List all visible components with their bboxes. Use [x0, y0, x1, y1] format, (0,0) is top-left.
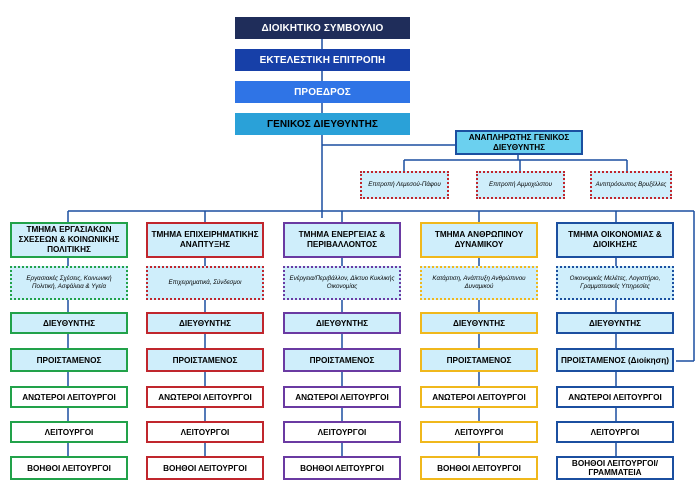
director-box-label: ΔΙΕΥΘΥΝΤΗΣ [178, 318, 232, 328]
general-manager-box: ΓΕΝΙΚΟΣ ΔΙΕΥΘΥΝΤΗΣ [235, 113, 410, 135]
officers-box-label: ΛΕΙΤΟΥΡΓΟΙ [44, 427, 94, 437]
senior-officers-box: ΑΝΩΤΕΡΟΙ ΛΕΙΤΟΥΡΓΟΙ [556, 386, 674, 408]
department-committee: Επιχειρηματικά, Σύνδεσμοι [146, 266, 264, 300]
department-title: ΤΜΗΜΑ ΕΡΓΑΣΙΑΚΩΝ ΣΧΕΣΕΩΝ & ΚΟΙΝΩΝΙΚΗΣ ΠΟ… [10, 222, 128, 258]
department-committee-label: Κατάρτιση, Ανάπτυξη Ανθρώπινου Δυναμικού [432, 275, 526, 290]
board-label: ΔΙΟΙΚΗΤΙΚΟ ΣΥΜΒΟΥΛΙΟ [261, 22, 384, 34]
assistant-officers-box-label: ΒΟΗΘΟΙ ΛΕΙΤΟΥΡΓΟΙ [163, 463, 247, 473]
committee-limassol-paphos: Επιτροπή Λεμεσού-Πάφου [360, 171, 449, 199]
officers-box: ΛΕΙΤΟΥΡΓΟΙ [146, 421, 264, 443]
assistant-officers-box: ΒΟΗΘΟΙ ΛΕΙΤΟΥΡΓΟΙ [420, 456, 538, 480]
deputy-gm-box: ΑΝΑΠΛΗΡΩΤΗΣ ΓΕΝΙΚΟΣ ΔΙΕΥΘΥΝΤΗΣ [455, 130, 583, 155]
department-title: ΤΜΗΜΑ ΕΠΙΧΕΙΡΗΜΑΤΙΚΗΣ ΑΝΑΠΤΥΞΗΣ [146, 222, 264, 258]
officers-box: ΛΕΙΤΟΥΡΓΟΙ [10, 421, 128, 443]
senior-officers-box-label: ΑΝΩΤΕΡΟΙ ΛΕΙΤΟΥΡΓΟΙ [432, 392, 526, 402]
assistant-officers-box-label: ΒΟΗΘΟΙ ΛΕΙΤΟΥΡΓΟΙ [300, 463, 384, 473]
department-committee: Κατάρτιση, Ανάπτυξη Ανθρώπινου Δυναμικού [420, 266, 538, 300]
department-title-label: ΤΜΗΜΑ ΟΙΚΟΝΟΜΙΑΣ & ΔΙΟΙΚΗΣΗΣ [568, 230, 662, 249]
department-committee: Ενέργεια/Περιβάλλον, Δίκτυο Κυκλικής Οικ… [283, 266, 401, 300]
officers-box-label: ΛΕΙΤΟΥΡΓΟΙ [454, 427, 504, 437]
assistant-officers-box: ΒΟΗΘΟΙ ΛΕΙΤΟΥΡΓΟΙ [283, 456, 401, 480]
senior-officers-box: ΑΝΩΤΕΡΟΙ ΛΕΙΤΟΥΡΓΟΙ [420, 386, 538, 408]
senior-officers-box: ΑΝΩΤΕΡΟΙ ΛΕΙΤΟΥΡΓΟΙ [10, 386, 128, 408]
director-box: ΔΙΕΥΘΥΝΤΗΣ [420, 312, 538, 334]
assistant-officers-box: ΒΟΗΘΟΙ ΛΕΙΤΟΥΡΓΟΙ [146, 456, 264, 480]
director-box: ΔΙΕΥΘΥΝΤΗΣ [146, 312, 264, 334]
officers-box: ΛΕΙΤΟΥΡΓΟΙ [283, 421, 401, 443]
senior-officers-box: ΑΝΩΤΕΡΟΙ ΛΕΙΤΟΥΡΓΟΙ [283, 386, 401, 408]
committee-famagusta-label: Επιτροπή Αμμοχώστου [489, 181, 552, 188]
assistant-officers-box-label: ΒΟΗΘΟΙ ΛΕΙΤΟΥΡΓΟΙ/ ΓΡΑΜΜΑΤΕΙΑ [571, 459, 659, 477]
head-box-label: ΠΡΟΙΣΤΑΜΕΝΟΣ [446, 355, 512, 365]
head-box-label: ΠΡΟΙΣΤΑΜΕΝΟΣ (Διοίκηση) [560, 355, 670, 365]
senior-officers-box-label: ΑΝΩΤΕΡΟΙ ΛΕΙΤΟΥΡΓΟΙ [22, 392, 116, 402]
senior-officers-box-label: ΑΝΩΤΕΡΟΙ ΛΕΙΤΟΥΡΓΟΙ [295, 392, 389, 402]
department-committee: Οικονομικές Μελέτες, Λογιστήριο, Γραμματ… [556, 266, 674, 300]
department-title-label: ΤΜΗΜΑ ΑΝΘΡΩΠΙΝΟΥ ΔΥΝΑΜΙΚΟΥ [434, 230, 524, 249]
executive-committee-label: ΕΚΤΕΛΕΣΤΙΚΗ ΕΠΙΤΡΟΠΗ [259, 54, 386, 66]
department-committee-label: Ενέργεια/Περιβάλλον, Δίκτυο Κυκλικής Οικ… [289, 275, 395, 290]
director-box: ΔΙΕΥΘΥΝΤΗΣ [10, 312, 128, 334]
assistant-officers-box-label: ΒΟΗΘΟΙ ΛΕΙΤΟΥΡΓΟΙ [27, 463, 111, 473]
officers-box-label: ΛΕΙΤΟΥΡΓΟΙ [180, 427, 230, 437]
director-box-label: ΔΙΕΥΘΥΝΤΗΣ [315, 318, 369, 328]
department-title-label: ΤΜΗΜΑ ΕΠΙΧΕΙΡΗΜΑΤΙΚΗΣ ΑΝΑΠΤΥΞΗΣ [151, 230, 259, 249]
president-label: ΠΡΟΕΔΡΟΣ [294, 86, 351, 98]
department-title: ΤΜΗΜΑ ΑΝΘΡΩΠΙΝΟΥ ΔΥΝΑΜΙΚΟΥ [420, 222, 538, 258]
officers-box: ΛΕΙΤΟΥΡΓΟΙ [420, 421, 538, 443]
executive-committee-box: ΕΚΤΕΛΕΣΤΙΚΗ ΕΠΙΤΡΟΠΗ [235, 49, 410, 71]
department-title-label: ΤΜΗΜΑ ΕΝΕΡΓΕΙΑΣ & ΠΕΡΙΒΑΛΛΟΝΤΟΣ [298, 230, 386, 249]
director-box-label: ΔΙΕΥΘΥΝΤΗΣ [452, 318, 506, 328]
director-box: ΔΙΕΥΘΥΝΤΗΣ [556, 312, 674, 334]
assistant-officers-box: ΒΟΗΘΟΙ ΛΕΙΤΟΥΡΓΟΙ [10, 456, 128, 480]
department-title: ΤΜΗΜΑ ΕΝΕΡΓΕΙΑΣ & ΠΕΡΙΒΑΛΛΟΝΤΟΣ [283, 222, 401, 258]
senior-officers-box-label: ΑΝΩΤΕΡΟΙ ΛΕΙΤΟΥΡΓΟΙ [158, 392, 252, 402]
head-box: ΠΡΟΙΣΤΑΜΕΝΟΣ [283, 348, 401, 372]
head-box: ΠΡΟΙΣΤΑΜΕΝΟΣ [420, 348, 538, 372]
director-box-label: ΔΙΕΥΘΥΝΤΗΣ [588, 318, 642, 328]
department-committee-label: Επιχειρηματικά, Σύνδεσμοι [168, 279, 242, 286]
committee-limassol-paphos-label: Επιτροπή Λεμεσού-Πάφου [368, 181, 441, 188]
board-box: ΔΙΟΙΚΗΤΙΚΟ ΣΥΜΒΟΥΛΙΟ [235, 17, 410, 39]
assistant-officers-box-label: ΒΟΗΘΟΙ ΛΕΙΤΟΥΡΓΟΙ [437, 463, 521, 473]
representative-brussels: Αντιπρόσωπος Βρυξέλλες [590, 171, 672, 199]
president-box: ΠΡΟΕΔΡΟΣ [235, 81, 410, 103]
representative-brussels-label: Αντιπρόσωπος Βρυξέλλες [595, 181, 667, 188]
head-box: ΠΡΟΙΣΤΑΜΕΝΟΣ [146, 348, 264, 372]
senior-officers-box-label: ΑΝΩΤΕΡΟΙ ΛΕΙΤΟΥΡΓΟΙ [568, 392, 662, 402]
department-title: ΤΜΗΜΑ ΟΙΚΟΝΟΜΙΑΣ & ΔΙΟΙΚΗΣΗΣ [556, 222, 674, 258]
officers-box-label: ΛΕΙΤΟΥΡΓΟΙ [317, 427, 367, 437]
senior-officers-box: ΑΝΩΤΕΡΟΙ ΛΕΙΤΟΥΡΓΟΙ [146, 386, 264, 408]
department-committee: Εργασιακές Σχέσεις, Κοινωνική Πολιτική, … [10, 266, 128, 300]
head-box: ΠΡΟΙΣΤΑΜΕΝΟΣ (Διοίκηση) [556, 348, 674, 372]
head-box: ΠΡΟΙΣΤΑΜΕΝΟΣ [10, 348, 128, 372]
committee-famagusta: Επιτροπή Αμμοχώστου [476, 171, 565, 199]
general-manager-label: ΓΕΝΙΚΟΣ ΔΙΕΥΘΥΝΤΗΣ [266, 118, 379, 130]
head-box-label: ΠΡΟΙΣΤΑΜΕΝΟΣ [36, 355, 102, 365]
head-box-label: ΠΡΟΙΣΤΑΜΕΝΟΣ [172, 355, 238, 365]
officers-box: ΛΕΙΤΟΥΡΓΟΙ [556, 421, 674, 443]
director-box: ΔΙΕΥΘΥΝΤΗΣ [283, 312, 401, 334]
officers-box-label: ΛΕΙΤΟΥΡΓΟΙ [590, 427, 640, 437]
department-committee-label: Οικονομικές Μελέτες, Λογιστήριο, Γραμματ… [569, 275, 661, 290]
department-committee-label: Εργασιακές Σχέσεις, Κοινωνική Πολιτική, … [26, 275, 112, 290]
head-box-label: ΠΡΟΙΣΤΑΜΕΝΟΣ [309, 355, 375, 365]
director-box-label: ΔΙΕΥΘΥΝΤΗΣ [42, 318, 96, 328]
assistant-officers-box: ΒΟΗΘΟΙ ΛΕΙΤΟΥΡΓΟΙ/ ΓΡΑΜΜΑΤΕΙΑ [556, 456, 674, 480]
deputy-gm-label: ΑΝΑΠΛΗΡΩΤΗΣ ΓΕΝΙΚΟΣ ΔΙΕΥΘΥΝΤΗΣ [468, 132, 570, 152]
department-title-label: ΤΜΗΜΑ ΕΡΓΑΣΙΑΚΩΝ ΣΧΕΣΕΩΝ & ΚΟΙΝΩΝΙΚΗΣ ΠΟ… [18, 225, 120, 254]
